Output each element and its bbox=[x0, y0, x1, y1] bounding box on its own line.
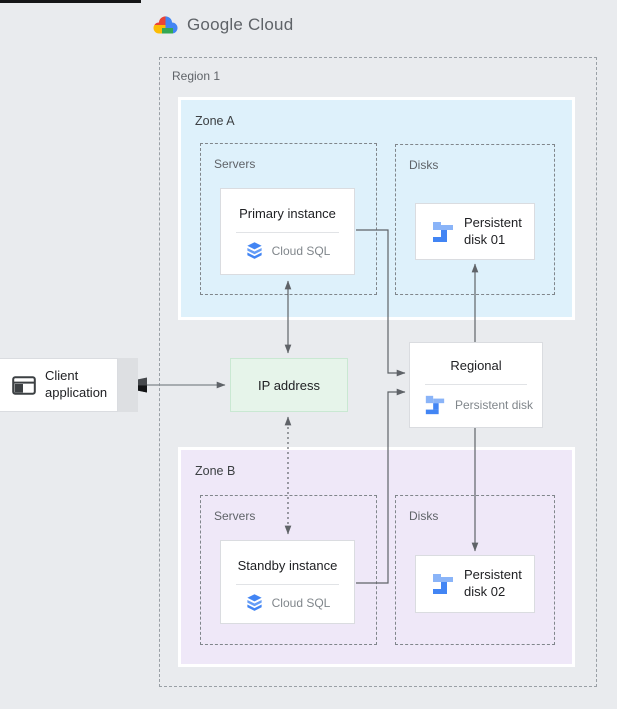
region-1-container bbox=[159, 57, 597, 687]
card-divider bbox=[236, 232, 339, 233]
region-1-label: Region 1 bbox=[172, 69, 221, 83]
regional-disk-subtitle: Persistent disk bbox=[455, 398, 534, 412]
zone-a-label: Zone A bbox=[195, 114, 235, 128]
persistent-disk-01-label: Persistent disk 01 bbox=[464, 214, 522, 247]
zone-b-disks-label: Disks bbox=[409, 509, 439, 523]
card-divider bbox=[236, 584, 339, 585]
persistent-disk-icon bbox=[433, 574, 453, 594]
regional-disk-card: Regional Persistent disk bbox=[409, 342, 543, 428]
persistent-disk-02-card: Persistent disk 02 bbox=[415, 555, 535, 613]
cloud-sql-label: Cloud SQL bbox=[271, 243, 331, 258]
cloud-sql-icon bbox=[247, 242, 262, 259]
zone-b-label: Zone B bbox=[195, 464, 236, 478]
client-application-card: Client application bbox=[0, 358, 118, 412]
zone-b-servers-label: Servers bbox=[214, 509, 256, 523]
cloud-sql-icon bbox=[247, 594, 262, 611]
standby-instance-card: Standby instance Cloud SQL bbox=[220, 540, 355, 624]
logo-text: Google Cloud bbox=[187, 15, 294, 34]
primary-instance-card: Primary instance Cloud SQL bbox=[220, 188, 355, 275]
zone-a-disks-label: Disks bbox=[409, 158, 439, 172]
window-edge-bar bbox=[0, 0, 141, 3]
regional-disk-title: Regional bbox=[450, 358, 502, 373]
google-cloud-logo: Google Cloud bbox=[152, 14, 293, 36]
ip-address-label: IP address bbox=[258, 377, 320, 393]
regional-disk-row: Persistent disk bbox=[424, 394, 542, 416]
zone-a-servers-label: Servers bbox=[214, 157, 256, 171]
cloud-sql-row: Cloud SQL bbox=[221, 241, 354, 260]
cloud-sql-label: Cloud SQL bbox=[271, 595, 331, 610]
persistent-disk-01-card: Persistent disk 01 bbox=[415, 203, 535, 260]
persistent-disk-icon bbox=[433, 221, 453, 242]
cloud-sql-row: Cloud SQL bbox=[221, 593, 354, 612]
persistent-disk-icon bbox=[425, 395, 445, 415]
card-divider bbox=[425, 384, 527, 385]
ip-address-card: IP address bbox=[230, 358, 348, 412]
google-cloud-logo-icon bbox=[153, 16, 178, 34]
client-application-label: Client application bbox=[45, 368, 108, 400]
client-application-icon bbox=[12, 375, 36, 395]
primary-instance-title: Primary instance bbox=[239, 206, 336, 221]
client-card-band bbox=[118, 358, 138, 412]
standby-instance-title: Standby instance bbox=[237, 558, 338, 573]
persistent-disk-02-label: Persistent disk 02 bbox=[464, 567, 522, 599]
